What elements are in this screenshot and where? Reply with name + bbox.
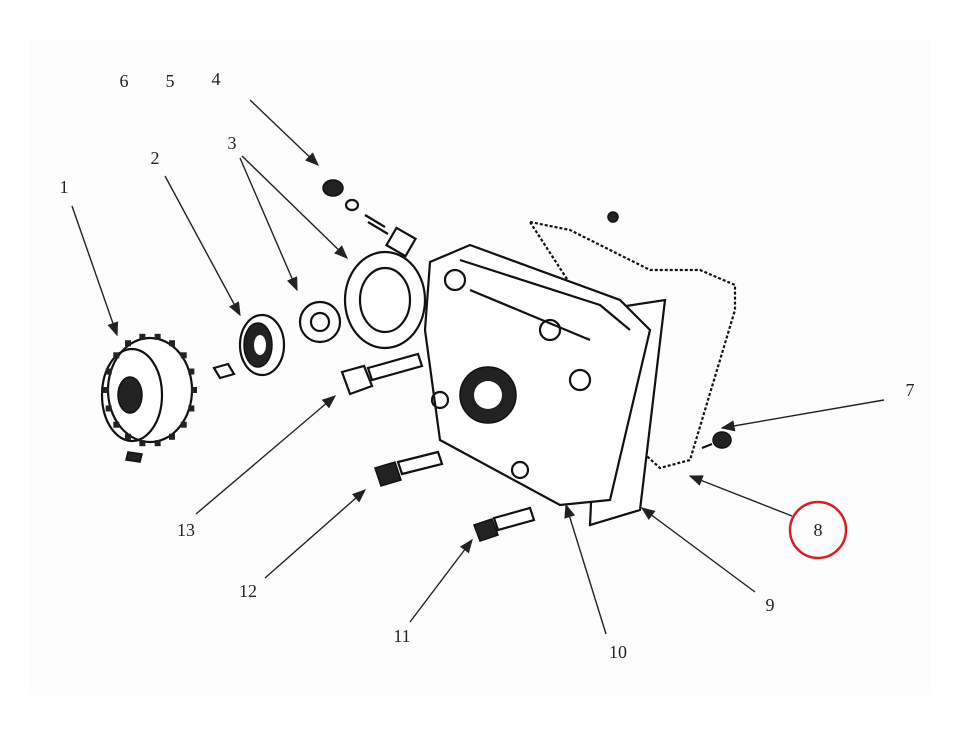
leader-arrow	[239, 157, 298, 292]
label-11: 11	[393, 626, 410, 646]
part-12-bolt	[374, 450, 444, 487]
part-4-valve-assembly	[322, 179, 418, 258]
leader-arrow	[264, 489, 367, 579]
part-13-bolt	[340, 352, 424, 396]
label-9: 9	[766, 595, 775, 615]
label-4: 4	[212, 69, 221, 89]
leader-arrows	[71, 99, 885, 635]
leader-arrow	[720, 399, 885, 432]
leader-arrow	[409, 538, 473, 623]
label-2: 2	[151, 148, 160, 168]
leader-arrow	[195, 395, 337, 515]
label-1: 1	[60, 177, 69, 197]
label-8: 8	[814, 520, 823, 540]
leader-arrow	[241, 155, 349, 259]
label-10: 10	[609, 642, 627, 662]
leader-arrow	[688, 475, 793, 517]
label-6: 6	[120, 71, 129, 91]
leader-arrow	[564, 503, 607, 635]
leader-arrow	[164, 175, 241, 317]
label-12: 12	[239, 581, 257, 601]
part-11-bolt	[473, 506, 536, 542]
label-3: 3	[228, 133, 237, 153]
part-10-housing	[423, 243, 667, 527]
label-7: 7	[906, 380, 915, 400]
part-2-bearing	[212, 313, 286, 380]
leader-arrow	[71, 205, 119, 337]
part-1-sprocket	[100, 333, 197, 463]
label-5: 5	[166, 71, 175, 91]
leader-arrow	[249, 99, 320, 166]
part-3-gears	[298, 250, 427, 350]
highlight-circle-8	[788, 500, 848, 560]
leader-arrow	[640, 507, 756, 593]
label-13: 13	[177, 520, 195, 540]
part-7-screw	[701, 431, 732, 450]
